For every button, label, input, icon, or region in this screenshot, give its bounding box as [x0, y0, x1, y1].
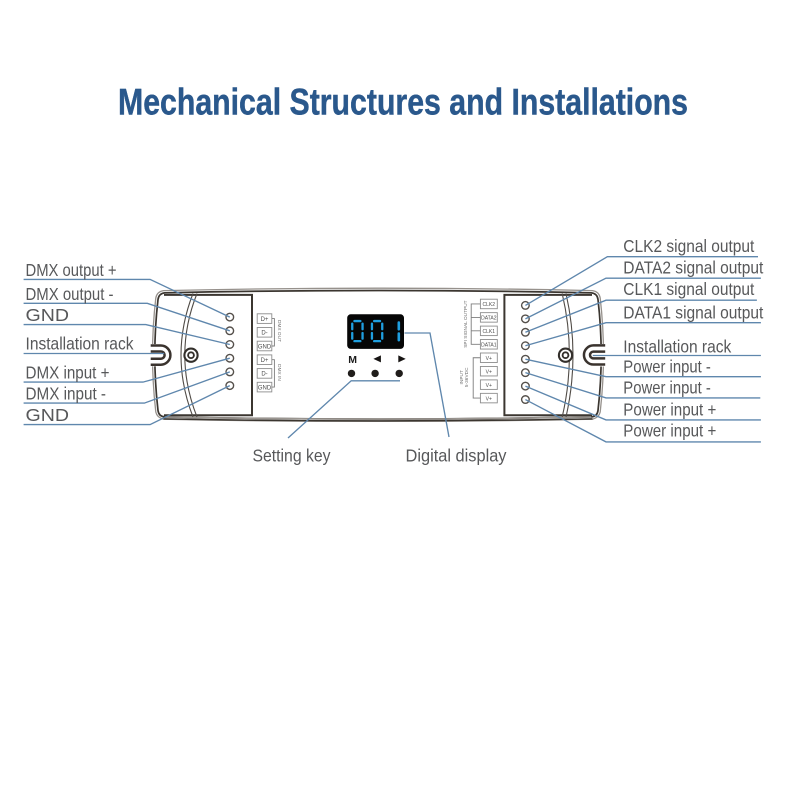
- svg-text:DMX OUT: DMX OUT: [277, 320, 282, 342]
- svg-text:DATA2: DATA2: [481, 316, 497, 322]
- svg-text:DMX input -: DMX input -: [26, 384, 107, 404]
- svg-text:Power input -: Power input -: [623, 378, 711, 398]
- svg-text:SPI SIGNAL OUTPUT: SPI SIGNAL OUTPUT: [463, 300, 468, 347]
- svg-text:DATA2 signal output: DATA2 signal output: [623, 257, 763, 277]
- svg-text:D+: D+: [261, 358, 269, 364]
- svg-text:INPUT: INPUT: [459, 370, 464, 384]
- svg-text:GND: GND: [26, 405, 70, 425]
- svg-text:Setting key: Setting key: [253, 446, 331, 466]
- svg-text:Power input -: Power input -: [623, 357, 711, 377]
- svg-text:DMX IN: DMX IN: [277, 364, 282, 381]
- svg-text:DATA1 signal output: DATA1 signal output: [623, 302, 763, 322]
- svg-text:DMX output -: DMX output -: [26, 284, 114, 304]
- svg-text:CLK1 signal output: CLK1 signal output: [623, 279, 754, 299]
- svg-text:CLK2: CLK2: [483, 302, 496, 308]
- svg-text:DATA1: DATA1: [481, 343, 497, 349]
- svg-text:Installation rack: Installation rack: [623, 336, 731, 356]
- svg-text:Mechanical Structures and Inst: Mechanical Structures and Installations: [118, 82, 688, 123]
- svg-text:Installation rack: Installation rack: [26, 333, 134, 353]
- svg-text:Power input +: Power input +: [623, 421, 716, 441]
- svg-text:V+: V+: [486, 369, 492, 375]
- svg-text:Power input +: Power input +: [623, 399, 716, 419]
- svg-text:V+: V+: [486, 383, 492, 389]
- svg-text:D+: D+: [261, 317, 269, 323]
- svg-text:M: M: [348, 354, 357, 366]
- svg-text:V+: V+: [486, 396, 492, 402]
- svg-text:Digital display: Digital display: [406, 446, 507, 466]
- svg-text:CLK2 signal output: CLK2 signal output: [623, 236, 754, 256]
- svg-text:GND: GND: [258, 344, 272, 350]
- svg-text:GND: GND: [258, 385, 272, 391]
- svg-text:GND: GND: [26, 305, 70, 325]
- svg-text:CLK1: CLK1: [483, 329, 496, 335]
- svg-text:V+: V+: [486, 356, 492, 362]
- svg-text:5-36VDC: 5-36VDC: [464, 367, 469, 387]
- svg-text:D-: D-: [261, 372, 267, 378]
- svg-text:DMX output +: DMX output +: [26, 260, 117, 280]
- svg-text:DMX input +: DMX input +: [26, 363, 110, 383]
- svg-text:D-: D-: [261, 331, 267, 337]
